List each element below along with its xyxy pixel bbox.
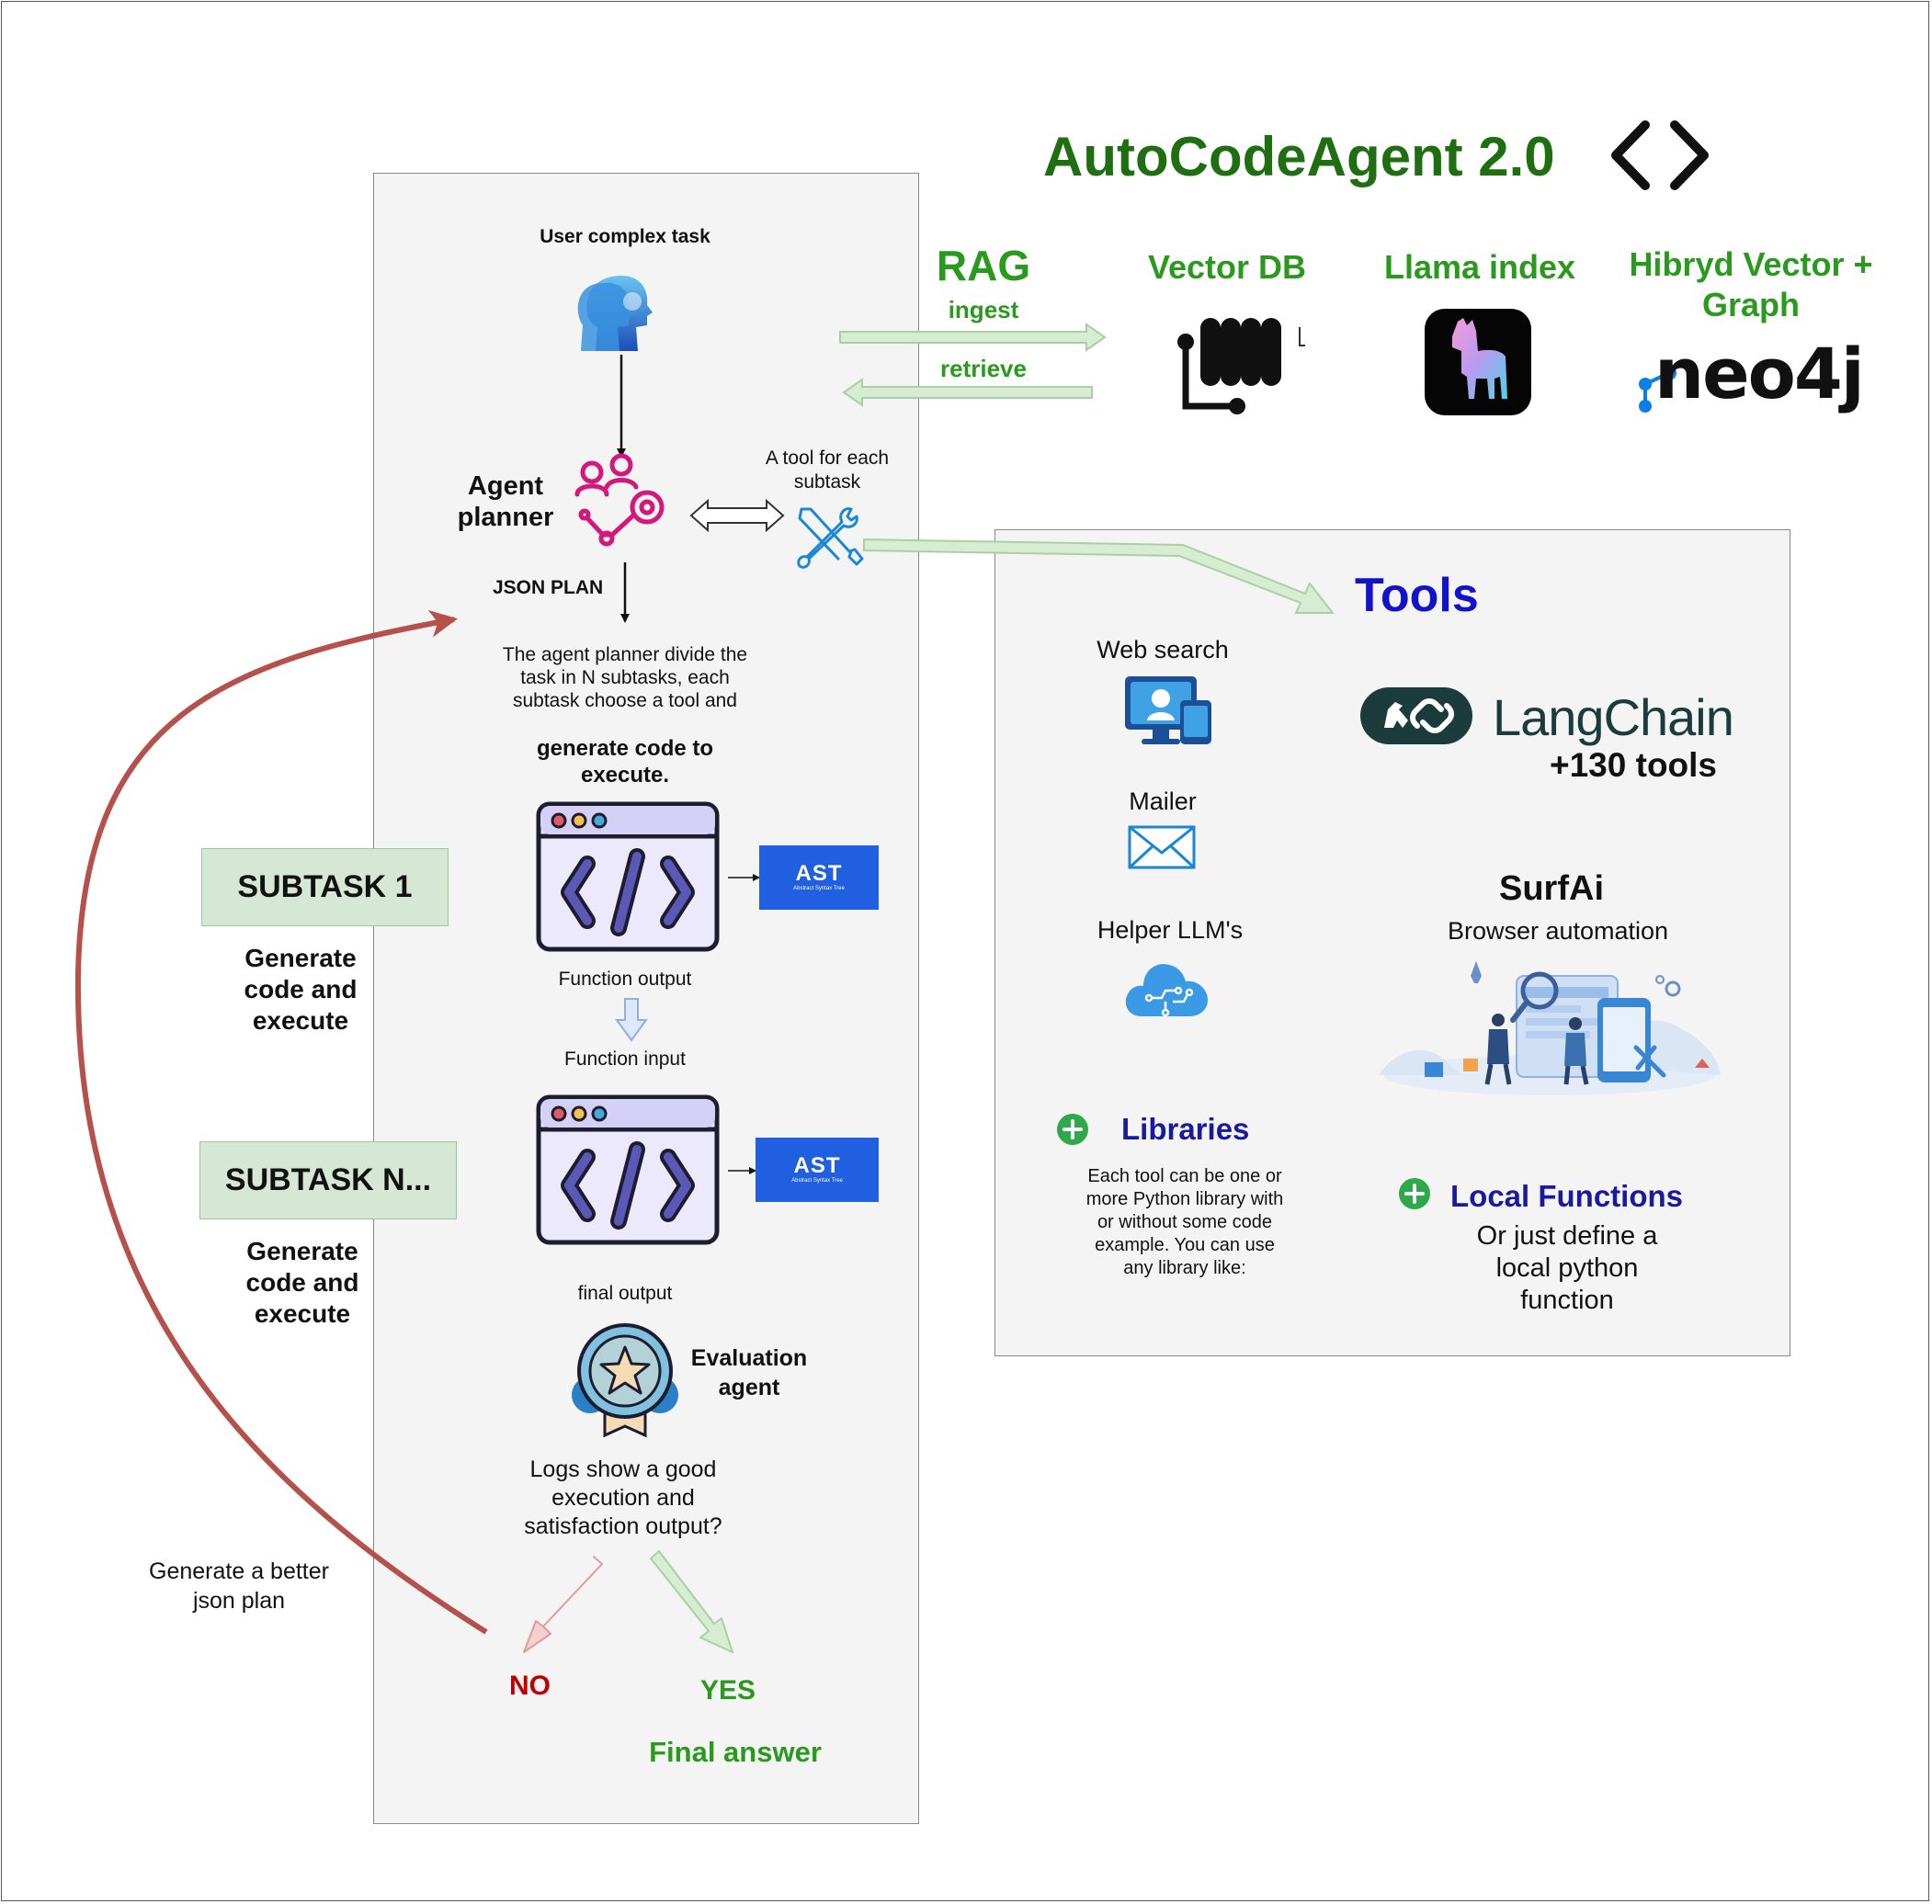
- hybrid-label: Hibryd Vector + Graph: [1629, 245, 1873, 323]
- ast-sub-label: Abstract Syntax Tree: [791, 1178, 843, 1184]
- retrieve-label: retrieve: [940, 355, 1027, 382]
- libraries-title: Libraries: [1121, 1112, 1250, 1146]
- double-arrow-planner-tools: [689, 498, 785, 533]
- final-output-label: final output: [577, 1283, 673, 1304]
- surfai-title: SurfAi: [1499, 869, 1604, 908]
- langchain-logo-text: LangChain: [1493, 688, 1734, 746]
- code-window-icon: [536, 1094, 720, 1245]
- wrench-screwdriver-icon: [797, 507, 864, 569]
- mailer-label: Mailer: [1129, 788, 1197, 815]
- langchain-count: +130 tools: [1550, 746, 1718, 784]
- mail-envelope-icon: [1128, 825, 1196, 869]
- page-title: AutoCodeAgent 2.0: [1043, 126, 1555, 187]
- helper-llms-label: Helper LLM's: [1097, 916, 1244, 944]
- planner-description-bold: generate code to execute.: [536, 736, 714, 788]
- agent-planner-icon: [574, 453, 665, 547]
- retrieve-arrow: [842, 378, 1093, 407]
- ingest-arrow: [839, 323, 1107, 352]
- award-badge-icon: [572, 1323, 678, 1438]
- ast-badge: AST Abstract Syntax Tree: [759, 845, 879, 910]
- subtask-1-desc: Generate code and execute: [244, 944, 358, 1035]
- subtask-1-box: SUBTASK 1: [201, 848, 449, 926]
- tools-panel: [994, 529, 1790, 1356]
- subtask-n-desc: Generate code and execute: [245, 1237, 359, 1328]
- rag-label: RAG: [936, 242, 1031, 289]
- evaluation-agent-label: Evaluation agent: [690, 1345, 808, 1400]
- plus-icon: [1057, 1114, 1088, 1145]
- surfai-desc: Browser automation: [1447, 917, 1669, 945]
- ast-label: AST: [793, 1153, 841, 1178]
- users-icon: [577, 276, 653, 351]
- tool-each-label: A tool for each subtask: [765, 448, 890, 493]
- final-answer-label: Final answer: [649, 1736, 822, 1768]
- ingest-label: ingest: [948, 296, 1019, 323]
- local-functions-desc: Or just define a local python function: [1476, 1221, 1658, 1315]
- code-window-icon: [536, 801, 720, 952]
- better-plan-label: Generate a better json plan: [149, 1558, 329, 1614]
- planner-description: The agent planner divide the task in N s…: [502, 644, 748, 711]
- feedback-loop-arrow: [74, 609, 488, 1635]
- logs-question: Logs show a good execution and satisfact…: [524, 1456, 722, 1539]
- function-input-label: Function input: [564, 1048, 686, 1070]
- subtask-n-box: SUBTASK N...: [199, 1141, 457, 1219]
- llama-index-label: Llama index: [1383, 248, 1576, 286]
- web-search-icon: [1125, 676, 1211, 744]
- tools-title: Tools: [1355, 569, 1479, 622]
- plus-icon: [1399, 1178, 1430, 1209]
- web-search-label: Web search: [1097, 636, 1229, 663]
- ast-label: AST: [795, 861, 843, 886]
- ast-sub-label: Abstract Syntax Tree: [793, 886, 845, 891]
- browser-automation-illustration: [1379, 961, 1721, 1095]
- code-brackets-icon: [1611, 120, 1709, 190]
- local-functions-title: Local Functions: [1450, 1179, 1684, 1213]
- workflow-panel: [373, 173, 919, 1824]
- llama-icon: [1425, 309, 1531, 415]
- langchain-icon: [1360, 687, 1472, 744]
- agent-planner-label: Agent planner: [457, 471, 554, 532]
- graph-nodes-icon: [1639, 366, 1676, 413]
- yes-label: YES: [700, 1675, 756, 1706]
- function-output-label: Function output: [558, 969, 692, 990]
- no-label: NO: [509, 1671, 551, 1701]
- vector-db-icon: [1177, 318, 1305, 414]
- no-arrow: [523, 1556, 603, 1653]
- yes-arrow: [650, 1550, 733, 1653]
- tools-connector: [863, 538, 1335, 614]
- cloud-ai-icon: [1125, 964, 1208, 1017]
- neo4j-logo-text: neo4j: [1654, 333, 1865, 414]
- ast-badge: AST Abstract Syntax Tree: [756, 1138, 879, 1202]
- libraries-desc: Each tool can be one or more Python libr…: [1085, 1166, 1284, 1278]
- function-flow-arrow: [615, 998, 648, 1042]
- json-plan-label: JSON PLAN: [493, 577, 604, 598]
- vector-db-label: Vector DB: [1147, 248, 1307, 286]
- user-task-label: User complex task: [540, 226, 710, 247]
